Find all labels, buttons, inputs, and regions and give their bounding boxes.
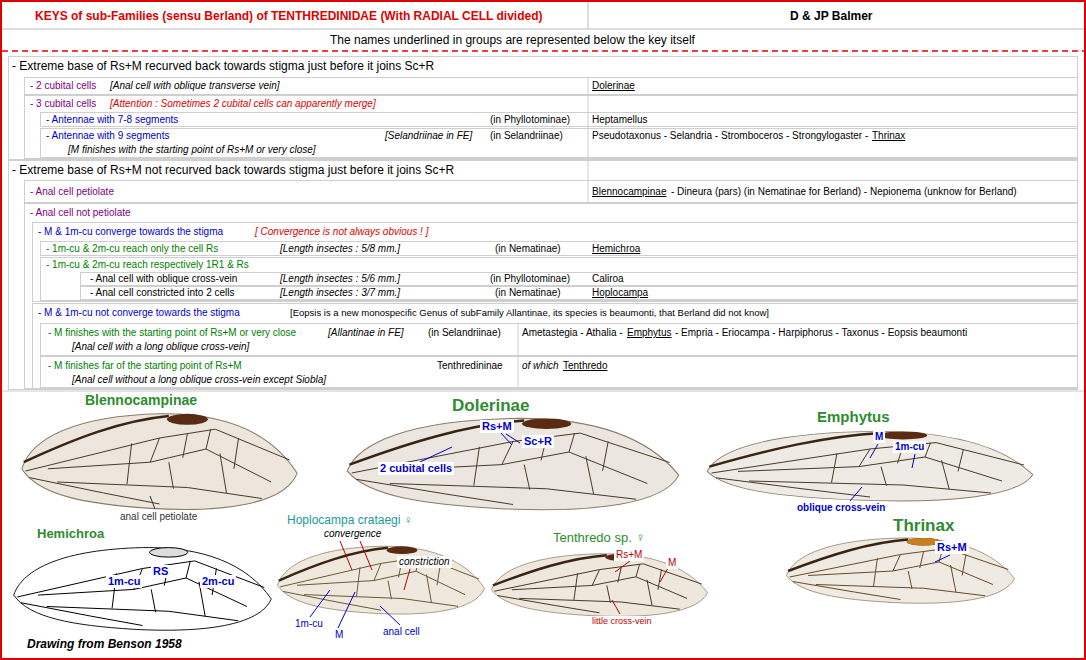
key-text: - 1m-cu & 2m-cu reach respectively 1R1 &… bbox=[46, 259, 249, 271]
key-text: Tenthredo bbox=[563, 360, 607, 372]
key-text: - 1m-cu & 2m-cu reach only the cell Rs bbox=[46, 243, 218, 255]
callout: Rs+M bbox=[935, 541, 969, 554]
key-text: Caliroa bbox=[592, 273, 624, 285]
figure-title: Dolerinae bbox=[452, 396, 529, 416]
key-row: - M & 1m-cu converge towards the stigma [… bbox=[32, 222, 1078, 302]
key-row: - M finishes far of the starting point o… bbox=[40, 356, 1078, 388]
key-text: Pseudotaxonus - Selandria - Stromboceros… bbox=[592, 130, 868, 142]
key-text: Hoplocampa bbox=[592, 287, 648, 299]
key-row: - 1m-cu & 2m-cu reach only the cell Rs [L… bbox=[40, 241, 1078, 256]
key-text: - Anal cell petiolate bbox=[30, 186, 114, 198]
figure-title: Hemichroa bbox=[37, 526, 104, 542]
callout: Rs+M bbox=[480, 420, 514, 433]
callout: convergence bbox=[322, 528, 383, 540]
key-row: - Antennae with 7-8 segments (in Phylloto… bbox=[40, 112, 1078, 127]
key-text: (in Phyllotominae) bbox=[490, 273, 570, 285]
key-text: [Selandriinae in FE] bbox=[385, 130, 472, 142]
callout: Rs+M bbox=[614, 549, 644, 561]
key-text: [Length insectes : 5/6 mm.] bbox=[280, 273, 400, 285]
callout: 1m-cu bbox=[293, 618, 325, 630]
key-text: Heptamellus bbox=[592, 114, 648, 126]
key-text: [Allantinae in FE] bbox=[328, 327, 404, 339]
callout: M bbox=[333, 629, 345, 641]
key-text: [Length insectes : 5/8 mm.] bbox=[280, 243, 400, 255]
callout: constriction bbox=[397, 556, 452, 568]
key-text: [Anal cell with oblique transverse vein] bbox=[110, 80, 280, 92]
key-text: - M finishes far of the starting point o… bbox=[48, 360, 242, 372]
key-text: - Dineura (pars) (in Nematinae for Berla… bbox=[671, 186, 1017, 198]
key-text: [Eopsis is a new monospecific Genus of s… bbox=[290, 307, 769, 318]
key-text: - Anal cell constricted into 2 cells bbox=[90, 287, 235, 299]
key-row: - Antennae with 9 segments [M finishes wi… bbox=[40, 128, 1078, 158]
figure-title: Emphytus bbox=[817, 408, 890, 426]
key-text: Emphytus bbox=[627, 327, 671, 339]
key-row: - 1m-cu & 2m-cu reach respectively 1R1 &… bbox=[40, 257, 1078, 301]
key-row: - Anal cell petiolate Blennocampinae - Din… bbox=[24, 180, 1078, 203]
key-text: Thrinax bbox=[872, 130, 905, 142]
figure-title: Hoplocampa crataegi ♀ bbox=[287, 513, 413, 527]
key-row: - Anal cell with oblique cross-vein [Leng… bbox=[80, 272, 1078, 286]
figure-title: Blennocampinae bbox=[85, 392, 197, 409]
key-row: - Extreme base of Rs+M recurved back tow… bbox=[8, 56, 1078, 160]
callout: 1m-cu bbox=[893, 441, 926, 453]
callout: little cross-vein bbox=[590, 616, 654, 627]
callout: M bbox=[666, 557, 678, 569]
callout: anal cell petiolate bbox=[118, 511, 199, 523]
key-text: (in Phyllotominae) bbox=[490, 114, 570, 126]
key-text: - Extreme base of Rs+M not recurved back… bbox=[12, 163, 454, 177]
key-text: [Attention : Sometimes 2 cubital cells c… bbox=[110, 98, 376, 110]
key-text: (in Selandriinae) bbox=[428, 327, 501, 339]
key-text: (in Nematinae) bbox=[495, 287, 561, 299]
figure-title: Tenthredo sp. ♀ bbox=[553, 530, 645, 546]
callout: oblique cross-vein bbox=[795, 502, 887, 514]
figure-title: Thrinax bbox=[893, 516, 954, 536]
key-text: - Antennae with 7-8 segments bbox=[46, 114, 178, 126]
key-text: [ Convergence is not always obvious ! ] bbox=[255, 226, 428, 238]
key-text: [Anal cell without a long oblique cross-… bbox=[72, 374, 326, 386]
callout: M bbox=[873, 431, 885, 443]
key-text: - 3 cubital cells bbox=[30, 98, 96, 110]
callout: 2m-cu bbox=[200, 575, 236, 588]
callout: RS bbox=[151, 565, 170, 578]
author: D & JP Balmer bbox=[790, 9, 872, 23]
note: The names underlined in groups are repre… bbox=[330, 33, 695, 47]
key-row: - 2 cubital cells [Anal cell with oblique… bbox=[24, 77, 1078, 95]
key-text: - Anal cell with oblique cross-vein bbox=[90, 273, 237, 285]
key-row: - M & 1m-cu not converge towards the sti… bbox=[32, 303, 1078, 389]
key-text: of which bbox=[522, 360, 559, 372]
key-text: Ametastegia - Athalia - bbox=[522, 327, 623, 339]
key-text: - Empria - Eriocampa - Harpiphorus - Tax… bbox=[675, 327, 967, 339]
key-text: Hemichroa bbox=[592, 243, 640, 255]
key-text: (in Selandriinae) bbox=[490, 130, 563, 142]
callout: Sc+R bbox=[522, 435, 554, 448]
title: KEYS of sub-Families (sensu Berland) of … bbox=[35, 9, 542, 23]
key-row: - 3 cubital cells [Attention : Sometimes … bbox=[24, 95, 1078, 159]
key-text: - Antennae with 9 segments bbox=[46, 130, 169, 142]
callout: 1m-cu bbox=[106, 575, 142, 588]
callout: 2 cubital cells bbox=[378, 462, 454, 475]
key-text: (in Nematinae) bbox=[495, 243, 561, 255]
key-text: - 2 cubital cells bbox=[30, 80, 96, 92]
key-text: Dolerinae bbox=[592, 80, 635, 92]
key-text: [Length insectes : 3/7 mm.] bbox=[280, 287, 400, 299]
key-row: - Anal cell not petiolate - M & 1m-cu con… bbox=[24, 203, 1078, 389]
key-text: - M & 1m-cu converge towards the stigma bbox=[38, 226, 223, 238]
key-row: - Anal cell constricted into 2 cells [Len… bbox=[80, 286, 1078, 300]
key-text: - Anal cell not petiolate bbox=[30, 207, 131, 219]
key-row: - Extreme base of Rs+M not recurved back… bbox=[8, 160, 1078, 390]
callout: anal cell bbox=[381, 626, 422, 638]
key-text: - M & 1m-cu not converge towards the sti… bbox=[38, 307, 240, 319]
credit: Drawing from Benson 1958 bbox=[27, 637, 182, 651]
key-row: - M finishes with the starting point of … bbox=[40, 323, 1078, 356]
key-text: Blennocampinae bbox=[592, 186, 667, 198]
key-text: - Extreme base of Rs+M recurved back tow… bbox=[12, 59, 434, 73]
key-text: Tenthredininae bbox=[437, 360, 503, 372]
key-text: [Anal cell with a long oblique cross-vei… bbox=[72, 341, 249, 353]
key-text: [M finishes with the starting point of R… bbox=[68, 144, 316, 156]
key-text: - M finishes with the starting point of … bbox=[48, 327, 296, 339]
